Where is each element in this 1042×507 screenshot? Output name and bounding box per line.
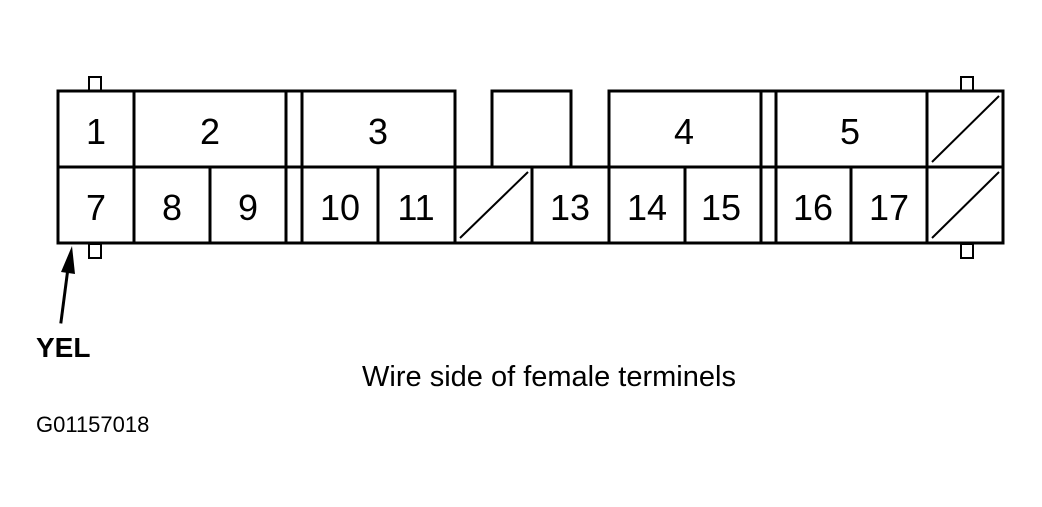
terminal-15-label: 15 [701, 187, 741, 228]
terminal-4-label: 4 [674, 111, 694, 152]
pointer-arrow-icon [59, 246, 75, 324]
mount-tab-bottom-right [960, 243, 974, 259]
unused-cavity-mark [931, 171, 1000, 239]
terminal-7-label: 7 [86, 187, 106, 228]
group-separator-left [284, 89, 304, 245]
terminal-13-label: 13 [550, 187, 590, 228]
wire-color-label: YEL [36, 332, 90, 363]
figure-code: G01157018 [36, 412, 149, 437]
unused-cavity-mark [931, 95, 1000, 163]
mount-tab-top-left [88, 76, 102, 92]
terminal-2-label: 2 [200, 111, 220, 152]
terminal-9-label: 9 [238, 187, 258, 228]
diagram-caption: Wire side of female terminels [362, 361, 736, 393]
mount-tab-top-right [960, 76, 974, 92]
terminal-14-label: 14 [627, 187, 667, 228]
terminal-10-label: 10 [320, 187, 360, 228]
terminal-11-label: 11 [397, 187, 434, 228]
unused-cavity-mark [459, 171, 529, 239]
terminal-3-label: 3 [368, 111, 388, 152]
terminal-17-label: 17 [869, 187, 909, 228]
terminal-5-label: 5 [840, 111, 860, 152]
terminal-16-label: 16 [793, 187, 833, 228]
group-separator-right [759, 89, 778, 245]
mount-tab-bottom-left [88, 243, 102, 259]
terminal-8-label: 8 [162, 187, 182, 228]
terminal-1-label: 1 [86, 111, 106, 152]
